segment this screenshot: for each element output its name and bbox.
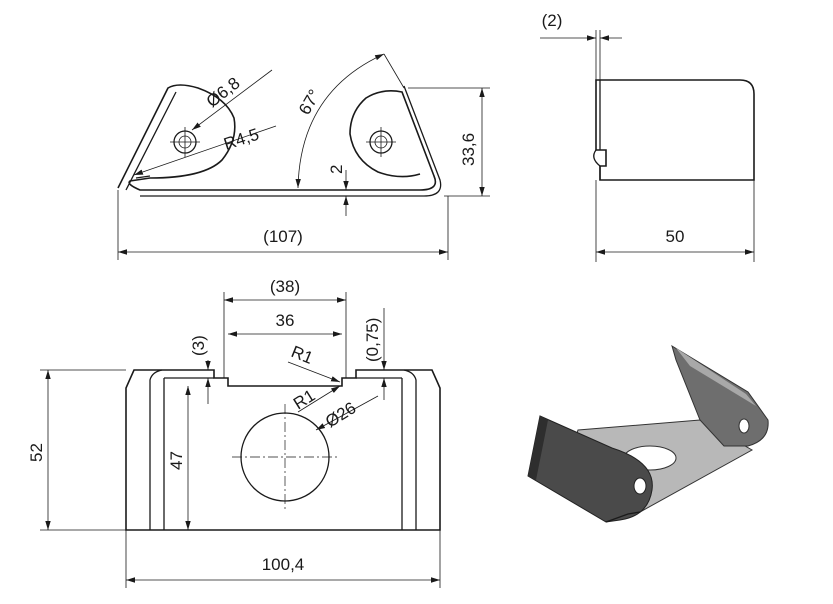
dim-big-hole: Ø26 xyxy=(322,398,359,431)
iso-left-wing-hole xyxy=(633,477,647,495)
side-view-outline xyxy=(595,79,755,181)
dim-opening-ref-ext xyxy=(223,292,347,378)
dim-height-side: 33,6 xyxy=(459,133,478,166)
dim-gap-ext xyxy=(595,30,601,80)
dim-gap: (2) xyxy=(542,11,563,30)
dim-thickness: 2 xyxy=(327,165,346,174)
top-view-outline xyxy=(125,369,441,531)
dim-hole-leader xyxy=(191,69,273,131)
dim-opening: 36 xyxy=(276,311,295,330)
dim-width: 50 xyxy=(666,227,685,246)
dim-r1-lower-leader xyxy=(297,385,341,413)
dim-length-ext xyxy=(117,190,449,260)
dim-r1-top-leader xyxy=(287,361,341,383)
iso-left-wing xyxy=(527,415,653,523)
dim-opening-ref: (38) xyxy=(270,277,300,296)
dim-angle: 67° xyxy=(295,86,324,118)
hole-left-crosshair xyxy=(170,127,200,157)
isometric-view xyxy=(527,344,769,523)
dim-tab-offset: (0,75) xyxy=(363,318,382,362)
dim-radius-leader xyxy=(133,125,277,176)
side-view-notch xyxy=(593,149,601,167)
iso-right-wing-hole xyxy=(738,418,750,434)
dim-height-inner: 47 xyxy=(167,451,186,470)
dim-radius-small: R4,5 xyxy=(221,125,261,154)
dim-angle-arc xyxy=(295,53,385,189)
dim-tab: (3) xyxy=(189,335,208,356)
dim-height-total-ext xyxy=(40,369,126,531)
dim-angle-ext xyxy=(383,53,405,89)
dim-big-hole-leader xyxy=(315,395,379,431)
side-view: (2) 50 xyxy=(540,11,755,262)
front-view-inner-left xyxy=(125,91,177,191)
dim-overall-length: (107) xyxy=(263,227,303,246)
front-view: Ø6,8 R4,5 67° 2 33,6 (107) xyxy=(117,53,490,260)
iso-right-wing-edge xyxy=(676,348,756,406)
dim-width-total: 100,4 xyxy=(262,555,305,574)
dim-hole-diameter: Ø6,8 xyxy=(203,73,244,111)
big-hole-centerlines xyxy=(232,404,338,510)
dim-bend-radius-2: R1 xyxy=(290,386,319,414)
iso-left-wing-edge xyxy=(528,416,548,480)
front-view-inner-bottom xyxy=(140,85,442,197)
hole-right-crosshair xyxy=(366,127,396,157)
iso-lower-edge xyxy=(605,511,641,523)
dim-width-ext xyxy=(595,180,755,262)
top-view-bend-right xyxy=(401,369,417,530)
dim-height-total: 52 xyxy=(27,443,46,462)
top-view: (38) 36 (3) (0,75) R1 R1 Ø26 52 47 100,4 xyxy=(27,277,441,588)
top-view-bend-left xyxy=(149,369,165,530)
front-view-outline xyxy=(117,84,437,191)
